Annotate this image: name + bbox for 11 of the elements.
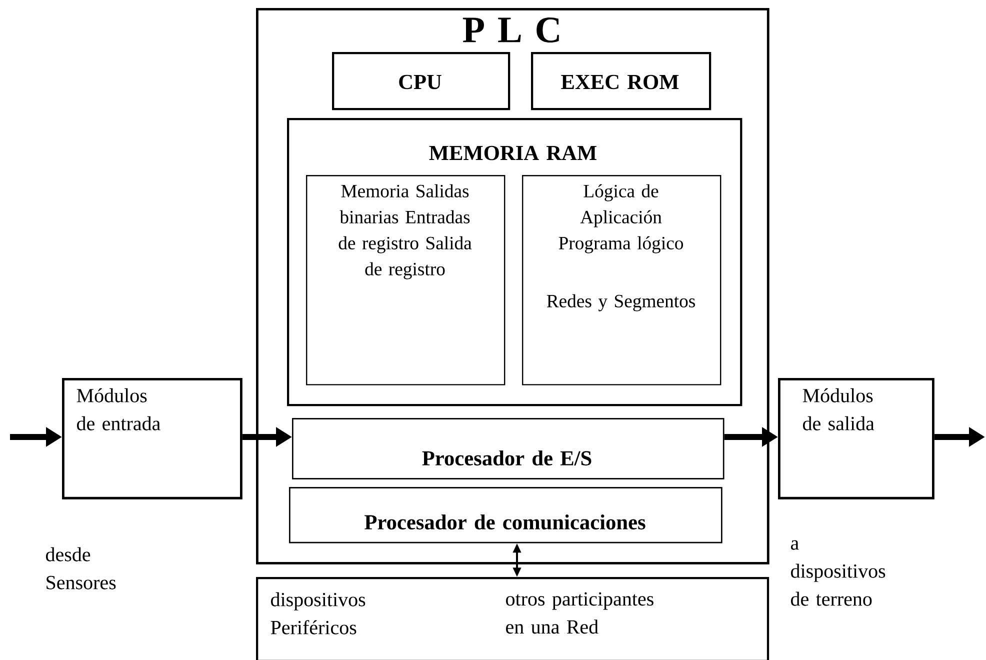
processor-box: Procesador de E/S [292,418,724,480]
module-box: Módulos de salida [778,378,934,500]
side-note: a dispositivos de terreno [790,540,886,606]
side-note: desde Sensores [46,547,116,590]
cpu-box: CPU [332,52,510,110]
rom-box: EXEC ROM [531,52,712,110]
device-box: dispositivos Periféricos otros participantes en una Red [256,577,770,660]
memory-area-box: Memoria Salidas binarias Entradas de registro Salida de registro [306,175,506,386]
module-box: Módulos de entrada [62,378,242,500]
program-area-box: Lógica de Aplicación Programa lógico Redes y Segmentos [522,175,722,386]
processor-box: Procesador de comunicaciones [289,487,722,544]
